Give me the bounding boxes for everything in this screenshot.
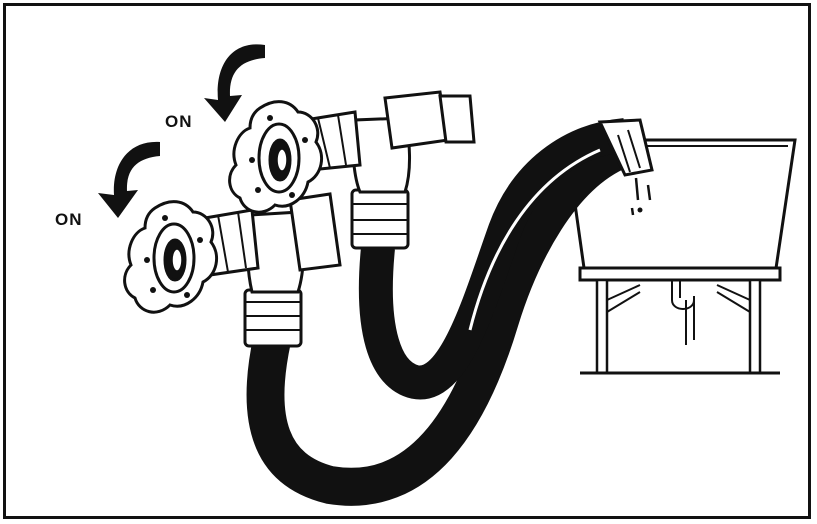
lower-valve-handle-icon xyxy=(123,200,219,314)
upper-hose xyxy=(358,118,628,400)
lower-faucet-body xyxy=(203,192,342,294)
upper-faucet-body xyxy=(303,90,476,194)
upper-on-arrow-icon xyxy=(204,44,265,122)
lower-on-arrow-icon xyxy=(98,141,160,218)
lower-hose xyxy=(246,132,629,506)
upper-valve-handle-icon xyxy=(228,100,324,214)
lower-hose-coupling xyxy=(243,288,303,348)
hose-ends xyxy=(597,118,654,216)
upper-hose-coupling xyxy=(350,188,410,250)
upper-valve-on-label: ON xyxy=(165,112,193,131)
lower-valve-on-label: ON xyxy=(55,210,83,229)
